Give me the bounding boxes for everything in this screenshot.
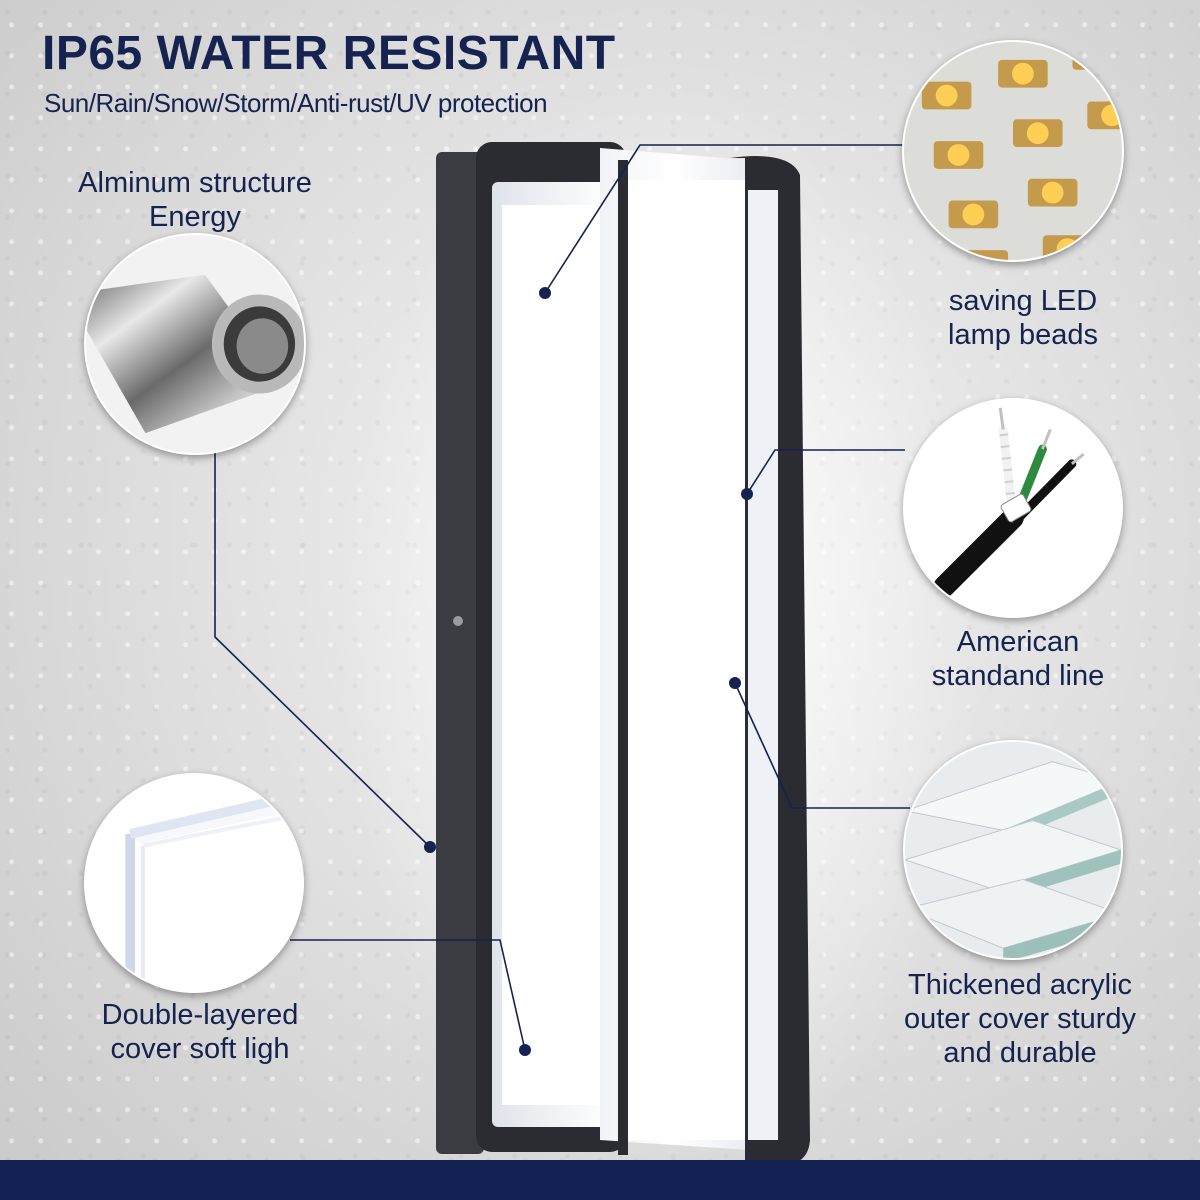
acrylic-label: Thickened acrylic outer cover sturdy and… [870, 968, 1170, 1070]
aluminum-tube-icon [84, 233, 306, 455]
led-beads-icon [902, 40, 1124, 262]
page-title: IP65 WATER RESISTANT [42, 27, 616, 80]
cover-label: Double-layered cover soft ligh [60, 998, 340, 1066]
page-subtitle: Sun/Rain/Snow/Storm/Anti-rust/UV protect… [44, 88, 548, 118]
acrylic-label-line1: Thickened acrylic [907, 969, 1133, 1001]
acrylic-corner-icon [84, 773, 304, 993]
acrylic-sheets-icon [903, 740, 1123, 960]
wire-label-line2: standand line [931, 660, 1105, 692]
wire-label: American standand line [880, 625, 1156, 693]
led-label-line2: lamp beads [948, 319, 1098, 351]
bottom-bar [0, 1160, 1200, 1200]
led-label-line1: saving LED [948, 285, 1098, 317]
aluminum-label-line1: Alminum structure [78, 167, 312, 199]
acrylic-label-line3: and durable [943, 1037, 1097, 1069]
wire-label-line1: American [956, 626, 1080, 658]
aluminum-label-line2: Energy [149, 201, 241, 233]
cover-label-line1: Double-layered [101, 999, 299, 1031]
acrylic-label-line2: outer cover sturdy [903, 1003, 1137, 1035]
led-label: saving LED lamp beads [880, 284, 1166, 352]
wire-icon [903, 398, 1123, 618]
cover-label-line2: cover soft ligh [110, 1033, 290, 1065]
aluminum-label: Alminum structure Energy [40, 166, 350, 234]
